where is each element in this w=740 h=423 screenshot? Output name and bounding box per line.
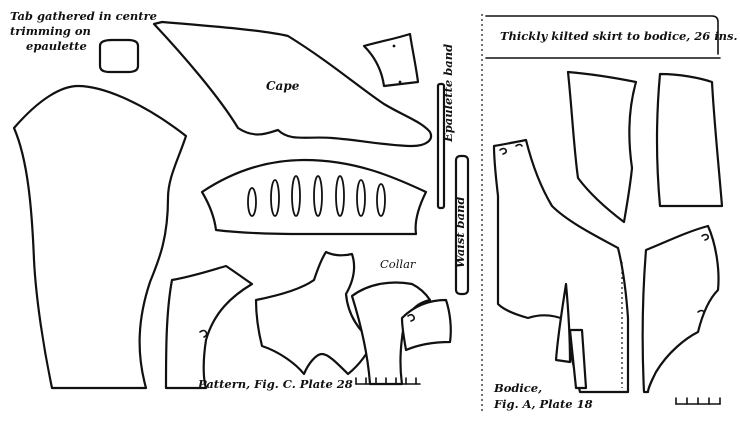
notch-mark <box>398 80 402 84</box>
bodice-back-piece-left <box>566 70 638 224</box>
tab-note-line1: Tab gathered in centre <box>10 9 157 23</box>
epaulette-band <box>436 82 446 210</box>
shoulder-piece <box>362 32 420 88</box>
slot-group <box>247 175 386 217</box>
skirt-note: Thickly kilted skirt to bodice, 26 ins. <box>500 29 738 43</box>
tab-piece <box>98 38 140 74</box>
epaulette-band-label: Epaulette band <box>441 44 455 143</box>
cape-label: Cape <box>266 79 300 93</box>
notch-mark <box>701 233 709 241</box>
bodice-caption-line2: Fig. A, Plate 18 <box>493 397 593 411</box>
notch-mark <box>392 44 396 48</box>
waist-band <box>454 154 470 296</box>
tab-note-line2: trimming on <box>10 24 91 38</box>
notch-mark <box>499 147 507 155</box>
cape-piece <box>152 20 433 148</box>
collar-piece-inner <box>400 298 452 352</box>
scale-bar-right <box>675 397 721 405</box>
waist-band-label: Waist band <box>453 197 467 268</box>
bodice-side-piece <box>641 224 720 394</box>
bodice-back-piece-right <box>655 72 724 208</box>
bodice-main-piece <box>492 138 630 394</box>
skirt-panel-left <box>12 84 188 390</box>
notch-mark <box>697 309 705 313</box>
bodice-caption-line1: Bodice, <box>493 381 542 395</box>
notch-mark <box>199 329 208 338</box>
bodice-front-piece <box>254 250 374 376</box>
skirt-note-bracket <box>485 15 719 55</box>
notch-mark <box>515 143 523 147</box>
tab-note-line3: epaulette <box>26 39 87 53</box>
sleeve-piece <box>164 264 254 390</box>
pattern-caption: Pattern, Fig. C. Plate 28 <box>197 377 353 391</box>
notch-mark <box>407 313 415 322</box>
dart-piece-right <box>568 328 588 390</box>
dart-piece-left <box>554 282 572 364</box>
collar-label: Collar <box>380 257 417 271</box>
scale-bar-left <box>355 377 421 385</box>
